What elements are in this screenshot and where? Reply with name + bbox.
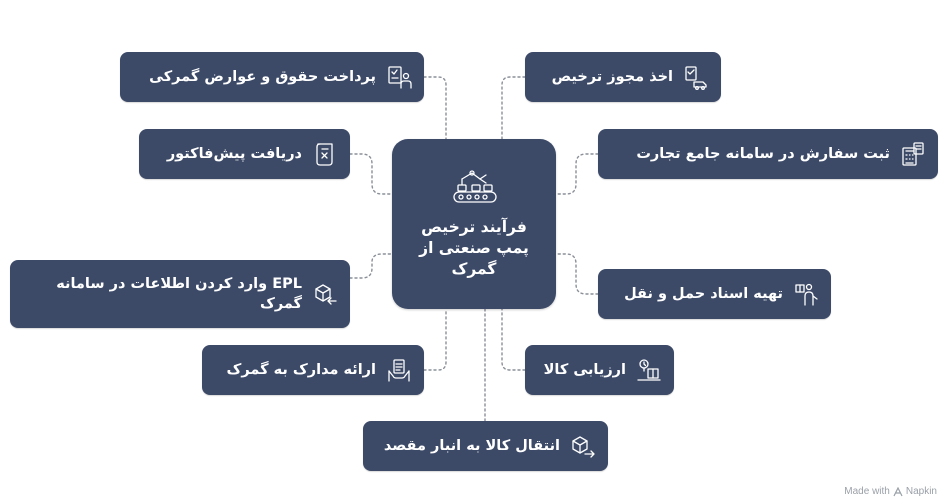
connector-proforma bbox=[349, 153, 393, 195]
step-evaluation-label: ارزیابی کالا bbox=[543, 362, 626, 378]
center-title: فرآیند ترخیص پمپ صنعتی از گمرک bbox=[419, 218, 529, 278]
step-get-license: اخذ مجوز ترخیص bbox=[525, 52, 721, 102]
step-register-order: ثبت سفارش در سامانه جامع تجارت bbox=[598, 129, 938, 179]
person-boxes-icon bbox=[793, 281, 819, 307]
connector-epl-entry bbox=[349, 253, 393, 279]
connector-transport-docs bbox=[555, 253, 599, 295]
step-submit-docs: ارائه مدارک به گمرک bbox=[202, 345, 424, 395]
step-pay-duties-label: پرداخت حقوق و عوارض گمرکی bbox=[149, 69, 376, 85]
center-node: فرآیند ترخیص پمپ صنعتی از گمرک bbox=[392, 139, 556, 309]
connector-register-order bbox=[555, 153, 599, 195]
connector-pay-duties bbox=[423, 76, 447, 140]
step-epl-entry-label: EPL وارد کردن اطلاعات در سامانه گمرک bbox=[56, 276, 302, 312]
step-register-order-label: ثبت سفارش در سامانه جامع تجارت bbox=[636, 146, 890, 162]
conveyor-robot-icon bbox=[448, 165, 500, 209]
step-transfer-label: انتقال کالا به انبار مقصد bbox=[383, 438, 560, 454]
document-truck-icon bbox=[683, 64, 709, 90]
hands-document-icon bbox=[386, 357, 412, 383]
calculator-document-icon bbox=[900, 141, 926, 167]
step-transfer: انتقال کالا به انبار مقصد bbox=[363, 421, 608, 471]
step-proforma: دریافت پیش‌فاکتور bbox=[139, 129, 350, 179]
step-evaluation: ارزیابی کالا bbox=[525, 345, 674, 395]
step-transport-docs-label: تهیه اسناد حمل و نقل bbox=[624, 286, 783, 302]
watermark-brand: Napkin bbox=[905, 486, 937, 497]
invoice-icon bbox=[312, 141, 338, 167]
step-epl-entry: EPL وارد کردن اطلاعات در سامانه گمرک bbox=[10, 260, 350, 328]
box-arrow-icon bbox=[570, 433, 596, 459]
step-submit-docs-label: ارائه مدارک به گمرک bbox=[226, 362, 376, 378]
watermark-prefix: Made with bbox=[844, 486, 890, 497]
connector-submit-docs bbox=[423, 308, 447, 371]
step-get-license-label: اخذ مجوز ترخیص bbox=[551, 69, 673, 85]
scale-box-icon bbox=[636, 357, 662, 383]
connector-evaluation bbox=[501, 308, 526, 371]
checklist-person-icon bbox=[386, 64, 412, 90]
package-return-icon bbox=[312, 281, 338, 307]
made-with-napkin-watermark: Made with Napkin bbox=[844, 486, 937, 497]
step-proforma-label: دریافت پیش‌فاکتور bbox=[166, 146, 302, 162]
step-pay-duties: پرداخت حقوق و عوارض گمرکی bbox=[120, 52, 424, 102]
napkin-logo-icon bbox=[893, 486, 903, 497]
connector-get-license bbox=[501, 76, 526, 140]
step-transport-docs: تهیه اسناد حمل و نقل bbox=[598, 269, 831, 319]
